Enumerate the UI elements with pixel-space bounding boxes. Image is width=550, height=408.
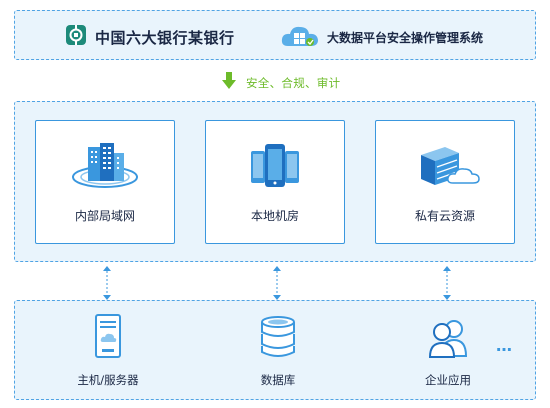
bank-brand: 中国六大银行某银行 [65,24,235,50]
cloud-windows-icon [280,22,320,52]
environment-label: 本地机房 [250,209,299,223]
environment-label: 内部局域网 [74,209,135,223]
system-brand: 大数据平台安全操作管理系统 [280,22,483,52]
system-name: 大数据平台安全操作管理系统 [327,30,484,45]
header-panel [14,10,536,60]
resource-label: 主机/服务器 [77,373,139,387]
environment-label: 私有云资源 [414,209,475,223]
flow-label: 安全、合规、审计 [246,76,341,90]
building-network-icon [70,143,140,193]
resource-enterprise-app: 企业应用 [388,314,508,388]
bidirectional-arrow-icon [443,266,451,300]
arrow-down-icon [222,72,236,94]
bidirectional-arrow-icon [103,266,111,300]
bidirectional-arrow-icon [273,266,281,300]
bank-name: 中国六大银行某银行 [95,28,235,47]
environment-card-private-cloud: 私有云资源 [375,120,515,244]
mobile-devices-icon [250,143,300,193]
more-indicator: … [496,336,514,355]
resource-server: 主机/服务器 [48,314,168,388]
environment-card-lan: 内部局域网 [35,120,175,244]
resource-database: 数据库 [218,314,338,388]
resource-label: 企业应用 [425,373,471,387]
cloud-server-icon [409,143,481,193]
compliance-flow: 安全、合规、审计 [222,72,340,94]
resource-label: 数据库 [260,373,296,387]
bank-logo-icon [65,24,87,50]
users-icon [427,316,469,362]
environment-card-local-datacenter: 本地机房 [205,120,345,244]
server-icon [95,314,121,362]
database-icon [260,316,296,362]
